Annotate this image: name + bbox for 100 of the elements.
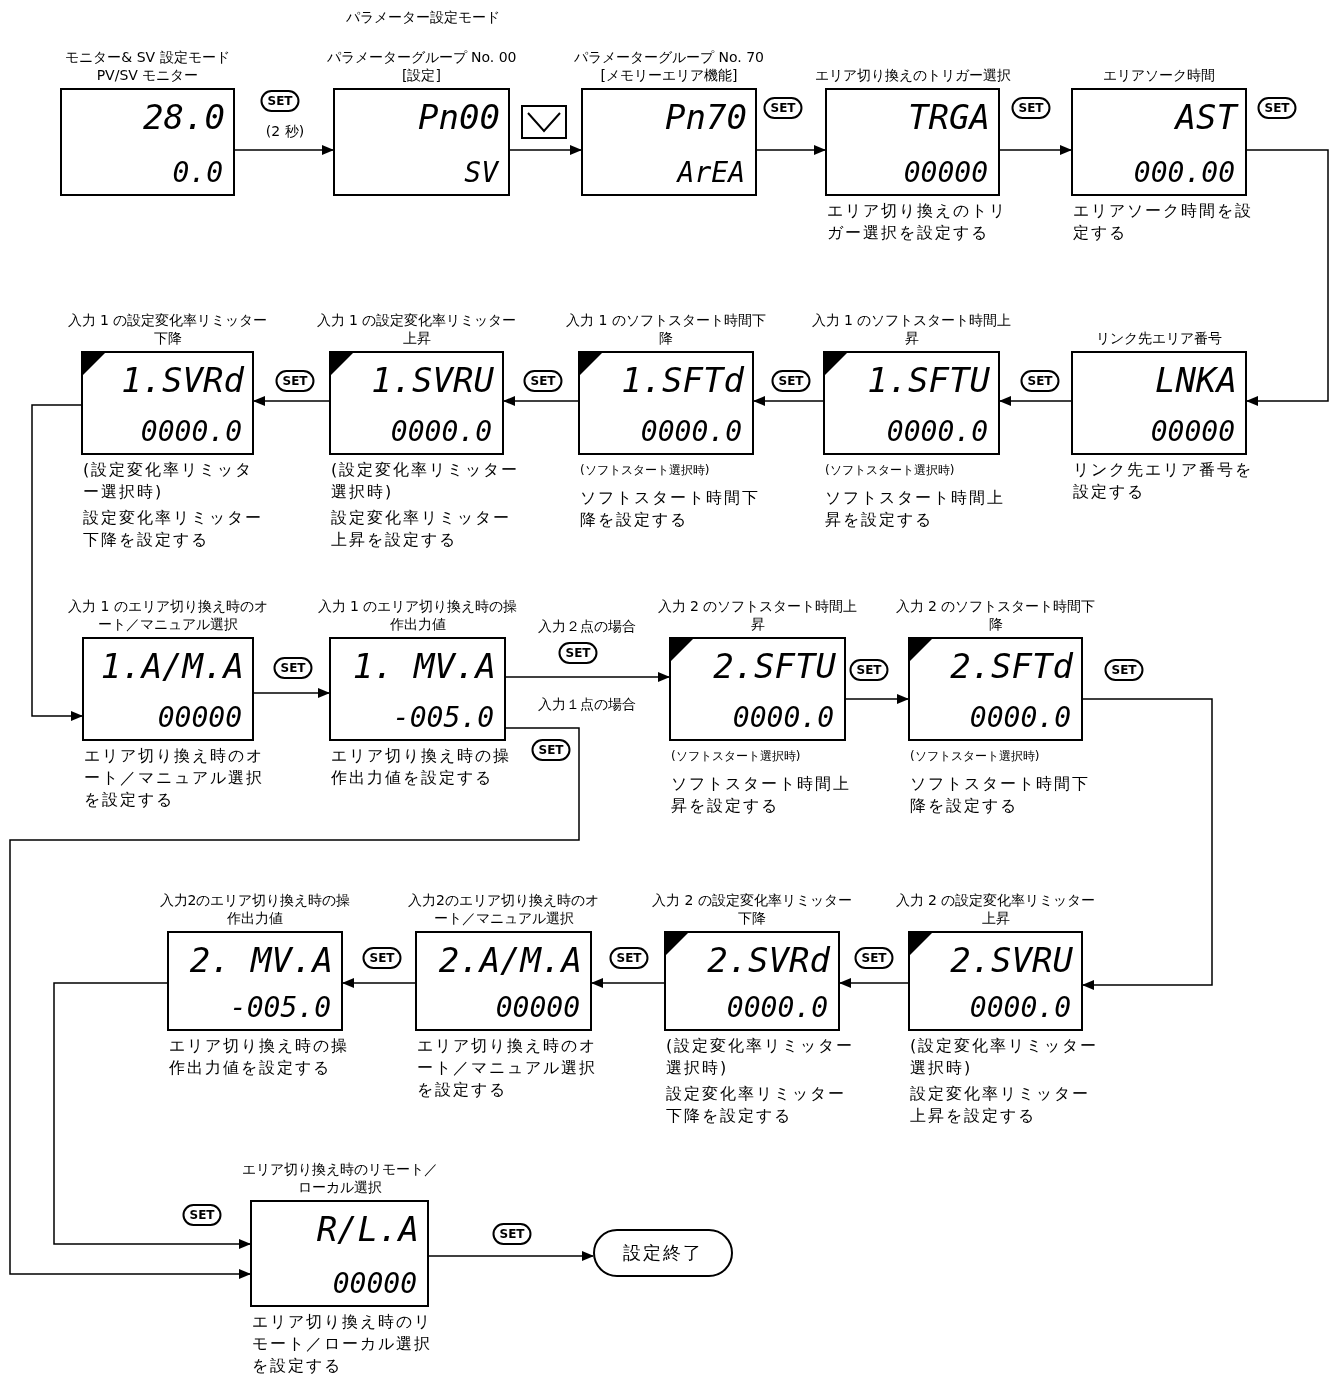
display-reading: 2.SVRU — [950, 943, 1073, 977]
display-reading: 2. MV.A — [189, 943, 333, 977]
key-label: SET — [362, 947, 402, 969]
arrow — [31, 404, 83, 721]
display-reading: 2.SFTd — [950, 649, 1073, 683]
arrow — [999, 145, 1072, 155]
description-text: エリア切り換えのトリガー選択を設定する — [827, 200, 1008, 244]
display-reading: 0000.0 — [969, 704, 1071, 732]
display-heading: 入力 2 のソフトスタート時間上昇 — [657, 597, 858, 633]
description-text: (設定変化率リミッター選択時) — [666, 1035, 856, 1079]
description-text: (ソフトスタート選択時) — [825, 462, 956, 479]
display-heading: 入力 1 のソフトスタート時間上昇 — [811, 311, 1012, 347]
key-label: SET — [523, 370, 563, 392]
display-reading: 0000.0 — [640, 418, 742, 446]
annotation-text: 入力１点の場合 — [538, 696, 636, 714]
display-reading: 2.SFTU — [713, 649, 836, 683]
key-label: SET — [1020, 370, 1060, 392]
description-text: エリアソーク時間を設定する — [1073, 200, 1254, 244]
description-text: (設定変化率リミッター選択時) — [910, 1035, 1100, 1079]
display-reading: 00000 — [157, 704, 242, 732]
display-reading: 1. MV.A — [352, 649, 496, 683]
display-heading: 入力 1 の設定変化率リミッター上昇 — [316, 311, 517, 347]
display-heading: パラメーターグループ No. 00 [設定] — [325, 48, 518, 84]
description-text: ソフトスタート時間下降を設定する — [580, 487, 761, 531]
description-text: ソフトスタート時間上昇を設定する — [671, 773, 852, 817]
display-reading: 1.SFTd — [621, 363, 744, 397]
display-reading: 2.A/M.A — [438, 943, 582, 977]
display-reading: 00000 — [332, 1270, 417, 1298]
description-text: ソフトスタート時間下降を設定する — [910, 773, 1091, 817]
key-label: SET — [1104, 659, 1144, 681]
description-text: 設定変化率リミッター下降を設定する — [666, 1083, 847, 1127]
display-reading: -005.0 — [392, 704, 494, 732]
arrow — [753, 396, 824, 406]
display-reading: TRGA — [908, 100, 990, 134]
arrow — [234, 145, 334, 155]
description-text: エリア切り換え時のリモート／ローカル選択を設定する — [252, 1311, 433, 1377]
arrow — [845, 694, 909, 704]
display-heading: エリアソーク時間 — [1102, 66, 1216, 84]
arrow — [503, 396, 579, 406]
key-label: SET — [273, 657, 313, 679]
arrow — [999, 396, 1072, 406]
description-text: エリア切り換え時の操作出力値を設定する — [169, 1035, 350, 1079]
display-heading: 入力 2 の設定変化率リミッター上昇 — [895, 891, 1096, 927]
description-text: (ソフトスタート選択時) — [671, 748, 802, 765]
display-reading: -005.0 — [229, 994, 331, 1022]
display-heading: 入力 1 のエリア切り換え時の操作出力値 — [317, 597, 518, 633]
display-reading: Pn00 — [418, 100, 500, 134]
arrow — [839, 978, 909, 988]
display-heading: 入力 1 のエリア切り換え時のオート／マニュアル選択 — [68, 597, 268, 633]
display-reading: 0000.0 — [886, 418, 988, 446]
display-reading: 28.0 — [143, 100, 225, 134]
display-reading: 1.SVRU — [371, 363, 494, 397]
description-text: 設定変化率リミッター下降を設定する — [83, 507, 264, 551]
display-heading: エリア切り換えのトリガー選択 — [813, 66, 1012, 84]
key-label: SET — [492, 1223, 532, 1245]
arrow — [509, 145, 582, 155]
display-reading: Pn70 — [665, 100, 747, 134]
display-reading: R/L.A — [316, 1212, 419, 1246]
display-heading: 入力 1 のソフトスタート時間下降 — [566, 311, 766, 347]
key-label: SET — [275, 370, 315, 392]
key-label: SET — [1011, 97, 1051, 119]
description-text: エリア切り換え時の操作出力値を設定する — [331, 745, 512, 789]
display-reading: SV — [464, 159, 498, 187]
display-heading: 入力2のエリア切り換え時の操作出力値 — [158, 891, 352, 927]
display-reading: 1.A/M.A — [100, 649, 244, 683]
key-label: SET — [1257, 97, 1297, 119]
arrow — [342, 978, 416, 988]
key-label: SET — [849, 659, 889, 681]
description-text: リンク先エリア番号を設定する — [1073, 459, 1254, 503]
display-heading: リンク先エリア番号 — [1095, 329, 1223, 347]
display-heading: 入力 2 のソフトスタート時間下降 — [895, 597, 1096, 633]
key-label: SET — [260, 90, 300, 112]
display-reading: 2.SVRd — [707, 943, 830, 977]
key-label: SET — [609, 947, 649, 969]
arrow — [756, 145, 826, 155]
description-text: (設定変化率リミッター選択時) — [83, 459, 255, 503]
display-reading: 0000.0 — [732, 704, 834, 732]
description-text: (ソフトスタート選択時) — [910, 748, 1041, 765]
key-label: SET — [558, 642, 598, 664]
arrow — [253, 688, 330, 698]
description-text: (設定変化率リミッター選択時) — [331, 459, 521, 503]
display-heading: モニター& SV 設定モード PV/SV モニター — [64, 48, 231, 84]
display-reading: 0.0 — [172, 159, 223, 187]
key-label: SET — [771, 370, 811, 392]
display-heading: 入力 1 の設定変化率リミッター下降 — [67, 311, 268, 347]
arrow — [505, 672, 670, 682]
description-text: (ソフトスタート選択時) — [580, 462, 711, 479]
display-reading: 1.SFTU — [867, 363, 990, 397]
description-text: ソフトスタート時間上昇を設定する — [825, 487, 1006, 531]
arrow — [1246, 149, 1329, 406]
key-label: SET — [763, 97, 803, 119]
description-text: エリア切り換え時のオート／マニュアル選択を設定する — [417, 1035, 598, 1101]
arrow — [53, 982, 251, 1249]
display-reading: AST — [1175, 100, 1237, 134]
arrow — [1082, 698, 1213, 990]
description-text: 設定変化率リミッター上昇を設定する — [910, 1083, 1091, 1127]
display-reading: 1.SVRd — [121, 363, 244, 397]
end-terminal: 設定終了 — [593, 1229, 733, 1277]
description-text: 設定変化率リミッター上昇を設定する — [331, 507, 512, 551]
annotation-text: (2 秒) — [265, 123, 305, 141]
